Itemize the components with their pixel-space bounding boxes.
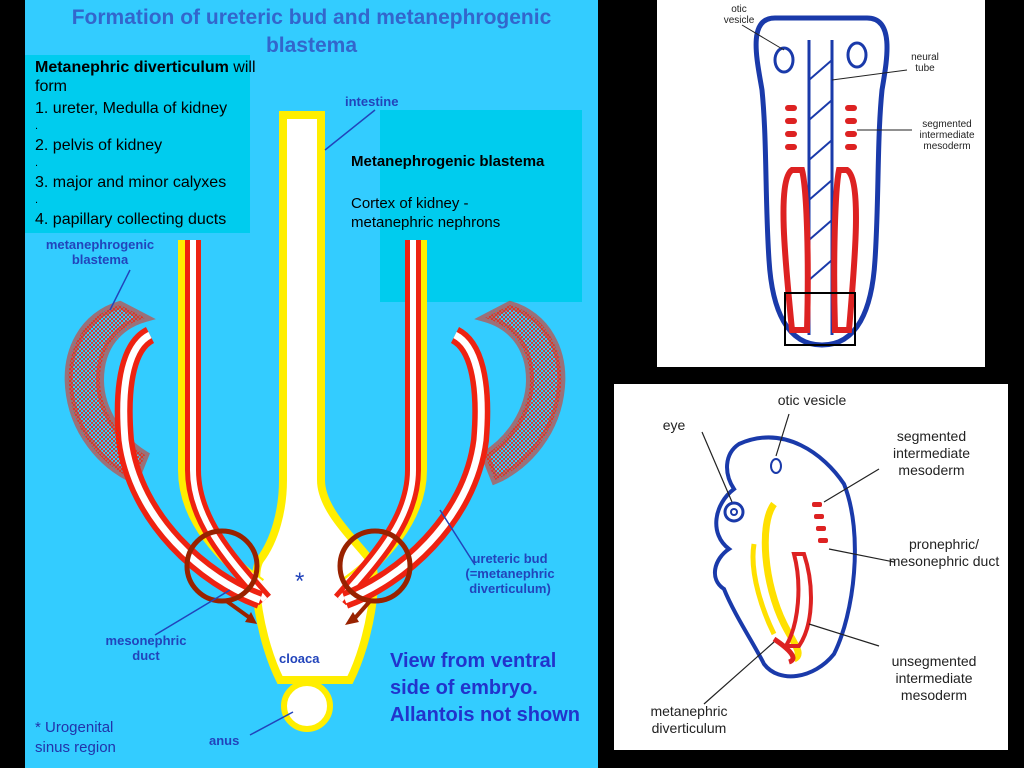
label-otic-vesicle-top: otic vesicle <box>723 4 755 26</box>
label-segmented-bottom: segmented intermediate mesoderm <box>892 428 971 478</box>
view-note: View from ventral side of embryo. Allant… <box>390 650 580 726</box>
metanephric-diverticulum-intro: Metanephric diverticulum will form <box>35 59 256 95</box>
fate-item-3: 3. major and minor calyxes <box>35 174 227 191</box>
right-rotation-circle <box>337 528 413 604</box>
right-blastema-cap <box>474 300 566 486</box>
asterisk-marker: * <box>295 568 305 595</box>
label-otic-vesicle-bottom: otic vesicle <box>777 392 847 408</box>
embryo-lateral-drawing <box>701 413 895 705</box>
anus-shape <box>281 680 333 732</box>
diagram-title: Formation of ureteric bud and metanephro… <box>71 6 552 57</box>
footnote: * Urogenital sinus region <box>35 719 116 756</box>
label-unsegmented: unsegmented intermediate mesoderm <box>891 653 977 703</box>
embryo-lateral-panel: otic vesicle eye segmented intermediate … <box>614 384 1008 750</box>
label-anus: anus <box>209 733 240 748</box>
label-intestine: intestine <box>345 94 399 109</box>
blastema-fate-text: Cortex of kidney - metanephric nephrons <box>351 195 501 231</box>
fate-item-1: 1. ureter, Medulla of kidney <box>35 100 228 117</box>
main-diagram-panel: Formation of ureteric bud and metanephro… <box>25 0 598 768</box>
label-mesonephric-duct: mesonephric duct <box>105 633 187 663</box>
left-info-box <box>25 55 250 233</box>
label-segmented-top: segmented intermediate mesoderm <box>919 119 975 152</box>
embryo-dorsal-panel: otic vesicle neural tube segmented inter… <box>657 0 985 367</box>
label-metanephric-diverticulum: metanephric diverticulum <box>650 703 728 736</box>
label-pronephric: pronephric/ mesonephric duct <box>888 536 1000 569</box>
fate-item-4: 4. papillary collecting ducts <box>35 211 227 228</box>
urogenital-drawing <box>64 109 566 736</box>
label-metanephrogenic-blastema: metanephrogenic blastema <box>45 237 155 267</box>
label-cloaca: cloaca <box>279 651 320 666</box>
intestine-cloaca-outline <box>252 111 378 684</box>
fate-item-2: 2. pelvis of kidney <box>35 137 163 154</box>
label-ureteric-bud: ureteric bud (=metanephric diverticulum) <box>465 551 555 596</box>
blastema-heading: Metanephrogenic blastema <box>351 153 545 170</box>
label-neural-tube: neural tube <box>911 52 939 74</box>
embryo-dorsal-drawing <box>741 15 912 348</box>
left-rotation-circle <box>184 528 260 604</box>
left-mesonephric-duct <box>185 240 272 606</box>
label-eye: eye <box>662 417 686 433</box>
